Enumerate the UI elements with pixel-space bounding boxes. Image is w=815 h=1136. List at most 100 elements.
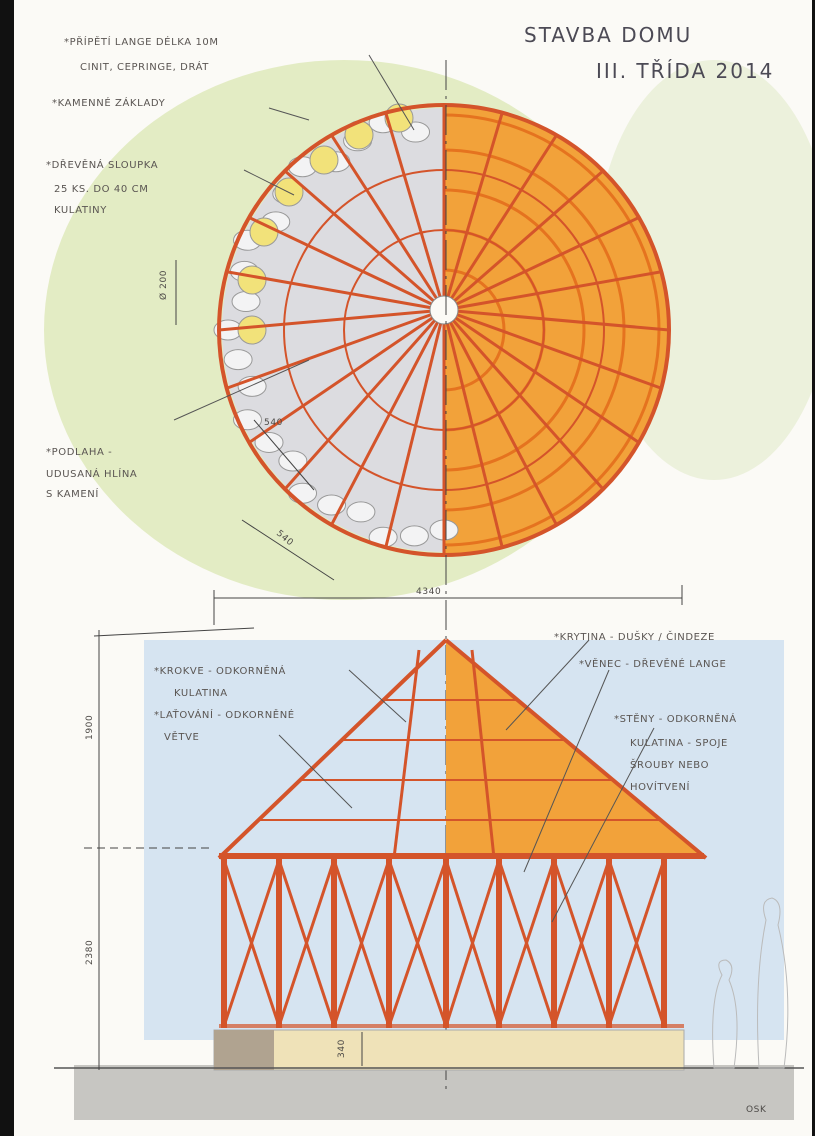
rafter-line: [384, 309, 446, 548]
thatch-ring: [443, 268, 506, 392]
label-ring-rope: *PŘÍPĚTÍ LANGE DÉLKA 10M: [64, 35, 219, 48]
label-rafters-2: KULATINA: [174, 688, 228, 699]
rafter-line: [442, 309, 558, 526]
label-walls-2: KULATINA - SPOJE: [630, 738, 728, 749]
apex-line: [93, 627, 255, 637]
rafter-line: [226, 270, 445, 312]
rafter-line: [248, 308, 445, 444]
wall-post: [386, 858, 392, 1028]
rafter-line: [443, 270, 662, 312]
leader-floor: [173, 359, 310, 421]
rafter-line: [218, 308, 445, 332]
inner-ring-plan: [343, 229, 545, 431]
leader-posts: [243, 169, 295, 196]
wall-brace: [277, 859, 336, 1027]
post-spacing-diagonal: [253, 419, 315, 491]
roof-apex-opening: [429, 295, 459, 325]
wall-brace: [332, 859, 391, 1027]
wall-post: [551, 858, 557, 1028]
stone: [254, 431, 284, 453]
label-walls-3: ŠROUBY NEBO: [630, 758, 709, 771]
wall-post: [331, 858, 337, 1028]
label-posts-3: KULATINY: [54, 205, 107, 216]
wall-post: [661, 858, 667, 1028]
section-view: [54, 638, 804, 1071]
rafter-line: [330, 134, 446, 311]
leader-rafters: [348, 669, 407, 723]
leader-lines: [173, 54, 655, 923]
post-marker: [237, 265, 267, 295]
thatch-ring: [443, 148, 626, 512]
rafter-line: [442, 309, 504, 548]
rafter-line: [384, 112, 446, 311]
child-silhouette: [712, 959, 738, 1069]
sill-beam: [219, 1024, 684, 1028]
rafter-line: [443, 169, 605, 312]
rafter-line: [283, 309, 446, 491]
rafter-line: [443, 216, 640, 312]
wall-brace: [387, 859, 448, 1027]
thatch-half: [444, 105, 669, 555]
title-line-1: STAVBA DOMU: [524, 23, 692, 47]
foundation-stone: [214, 1030, 274, 1070]
rafter-line: [443, 308, 670, 332]
label-roof-cover: *KRYTINA - DUŠKY / ČINDEZE: [554, 630, 715, 643]
stone: [278, 450, 308, 472]
label-rafters: *KROKVE - ODKORNĚNÁ: [154, 664, 286, 677]
leader-walls: [551, 727, 655, 923]
label-posts-2: 25 KS. DO 40 CM: [54, 184, 148, 195]
rafter-line: [330, 309, 446, 526]
label-walls-4: HOVÍTVENÍ: [630, 780, 690, 793]
post-marker: [237, 315, 267, 345]
leader-roof-cover: [505, 639, 590, 731]
leader-ring-beam: [523, 669, 610, 873]
rafter-line: [443, 308, 662, 390]
rafter-line: [442, 309, 605, 491]
label-floor: *PODLAHA -: [46, 447, 112, 458]
rafter-line: [442, 134, 558, 311]
stone: [399, 525, 429, 547]
ground-hatch: [74, 1065, 794, 1120]
stone: [231, 291, 261, 313]
drawing-sheet: STAVBA DOMU III. TŘÍDA 2014 *PŘÍPĚTÍ LAN…: [14, 0, 812, 1136]
wall-posts: [221, 858, 667, 1028]
ring-beam: [219, 853, 704, 859]
rafter-inner-right: [470, 649, 496, 859]
floor-plan: [213, 60, 671, 1090]
wall-brace: [552, 859, 611, 1027]
stone: [346, 501, 376, 523]
wall-post: [606, 858, 612, 1028]
label-posts: *DŘEVĚNÁ SLOUPKA: [46, 158, 158, 171]
post-marker: [309, 145, 339, 175]
label-floor-3: S KAMENÍ: [46, 487, 99, 500]
signature: OSK: [746, 1105, 767, 1115]
label-walls: *STĚNY - ODKORNĚNÁ: [614, 712, 737, 725]
rafter-line: [442, 112, 504, 311]
wall-brace: [607, 859, 666, 1027]
wall-post: [496, 858, 502, 1028]
label-foundation: *KAMENNÉ ZÁKLADY: [52, 96, 166, 109]
stone: [288, 482, 318, 504]
rafter-lines: [217, 103, 671, 557]
architectural-sketch: STAVBA DOMU III. TŘÍDA 2014 *PŘÍPĚTÍ LAN…: [44, 23, 812, 1120]
stone-foundation: [213, 1029, 685, 1071]
wall-brace: [497, 859, 556, 1027]
label-floor-2: UDUSANÁ HLÍNA: [46, 467, 137, 480]
rafter-line: [226, 308, 445, 390]
wall-post: [221, 858, 227, 1028]
dim-roof-height: 1900: [85, 715, 95, 740]
adult-silhouette: [757, 897, 789, 1069]
label-battens-2: VĚTVE: [164, 730, 199, 743]
label-battens: *LAŤOVÁNÍ - ODKORNĚNÉ: [154, 708, 295, 721]
dim-post-size: Ø 200: [158, 270, 169, 300]
dim-diameter: 4340: [416, 587, 441, 597]
rafter-line: [283, 169, 445, 312]
wall-post: [443, 858, 449, 1028]
batten-lines: [258, 699, 661, 821]
dim-sill-height: 340: [337, 1039, 347, 1058]
ring-beam-plan: [217, 103, 671, 557]
stone: [223, 349, 253, 371]
wall-brace: [222, 859, 281, 1027]
rafter-line: [443, 308, 640, 444]
rafter-line: [248, 216, 445, 312]
